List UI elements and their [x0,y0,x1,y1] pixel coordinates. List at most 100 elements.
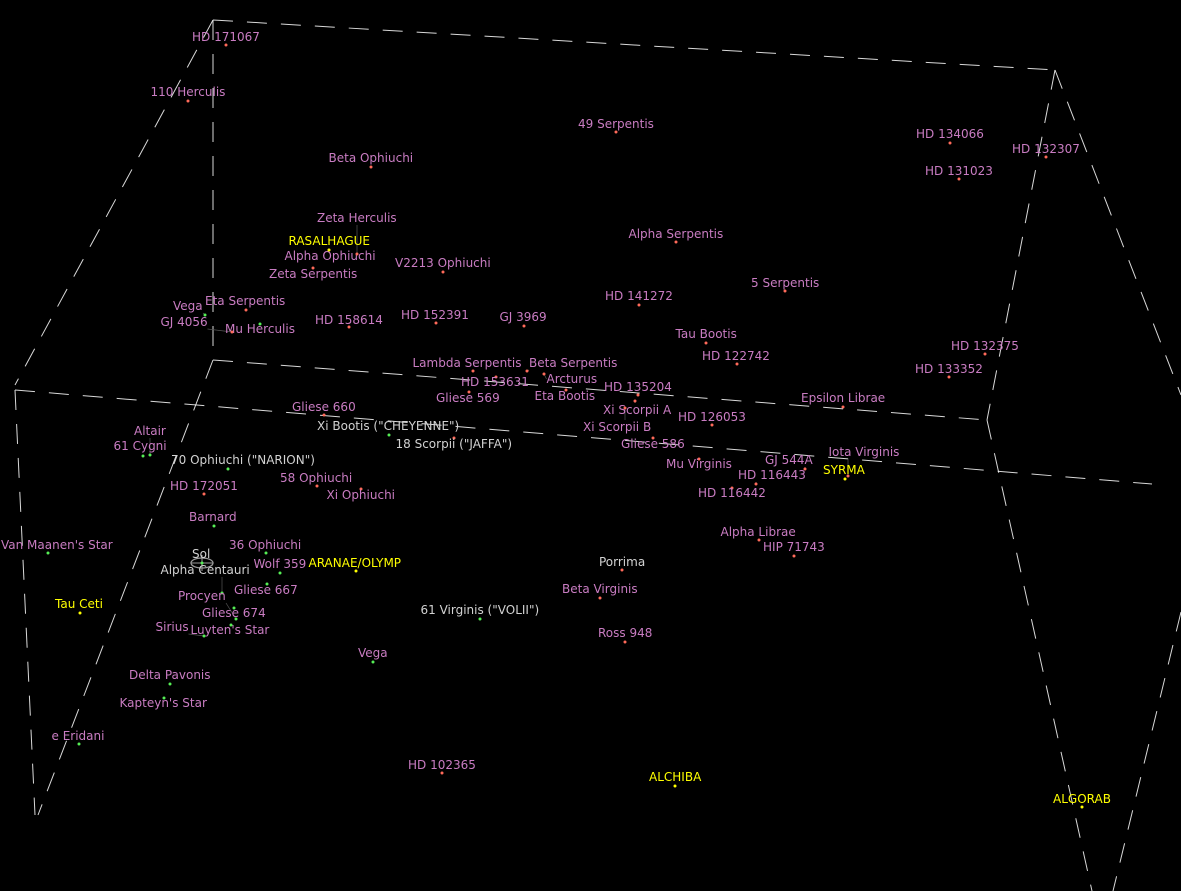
star-dot[interactable] [200,561,204,565]
star-label[interactable]: Gliese 660 [292,400,356,414]
star-label[interactable]: GJ 3969 [499,310,547,324]
star-label[interactable]: GJ 4056 [160,315,208,329]
star-label[interactable]: HD 158614 [315,313,383,327]
star-label[interactable]: Eta Serpentis [205,294,286,308]
star-dot[interactable] [783,289,787,293]
star-label[interactable]: HD 133352 [915,362,983,376]
star-dot[interactable] [229,623,233,627]
star-label[interactable]: 61 Virginis ("VOLII") [420,603,540,617]
star-label[interactable]: ARANAE/OLYMP [308,556,402,570]
star-label[interactable]: 5 Serpentis [751,276,820,290]
star-dot[interactable] [78,611,82,615]
star-label[interactable]: Porrima [599,555,646,569]
star-label[interactable]: ALCHIBA [649,770,702,784]
star-dot[interactable] [258,322,262,326]
star-label[interactable]: Arcturus [546,372,598,386]
star-dot[interactable] [202,634,206,638]
star-label[interactable]: Tau Ceti [55,597,103,611]
star-label[interactable]: Vega [358,646,388,660]
star-dot[interactable] [525,369,529,373]
star-dot[interactable] [467,390,471,394]
star-dot[interactable] [322,413,326,417]
star-dot[interactable] [220,591,224,595]
star-dot[interactable] [232,606,236,610]
star-label[interactable]: Iota Virginis [828,445,900,459]
star-label[interactable]: Van Maanen's Star [1,538,113,552]
star-dot[interactable] [846,474,850,478]
star-label[interactable]: Ross 948 [598,626,653,640]
star-label[interactable]: V2213 Ophiuchi [395,256,491,270]
star-label[interactable]: Lambda Serpentis [412,356,522,370]
star-label[interactable]: 70 Ophiuchi ("NARION") [171,453,315,467]
star-label[interactable]: Delta Pavonis [129,668,211,682]
star-label[interactable]: HD 152391 [401,308,469,322]
star-label[interactable]: Barnard [189,510,237,524]
star-dot[interactable] [494,375,498,379]
star-label[interactable]: Gliese 569 [436,391,500,405]
star-dot[interactable] [162,696,166,700]
star-label[interactable]: Xi Scorpii A [603,403,672,417]
star-dot[interactable] [710,423,714,427]
star-label[interactable]: Epsilon Librae [801,391,886,405]
star-label[interactable]: e Eridani [51,729,105,743]
star-dot[interactable] [623,406,627,410]
star-dot[interactable] [141,454,145,458]
star-label[interactable]: Wolf 359 [253,557,307,571]
star-label[interactable]: Xi Bootis ("CHEYENNE") [317,419,460,433]
star-dot[interactable] [947,375,951,379]
star-dot[interactable] [614,130,618,134]
star-dot[interactable] [478,617,482,621]
star-label[interactable]: Alpha Librae [720,525,796,539]
star-dot[interactable] [168,682,172,686]
star-label[interactable]: HD 122742 [702,349,770,363]
star-dot[interactable] [434,321,438,325]
star-dot[interactable] [633,399,637,403]
star-dot[interactable] [371,660,375,664]
star-label[interactable]: 49 Serpentis [578,117,654,131]
star-dot[interactable] [730,486,734,490]
star-dot[interactable] [359,487,363,491]
star-label[interactable]: HD 126053 [678,410,746,424]
star-dot[interactable] [673,784,677,788]
star-label[interactable]: SYRMA [823,463,865,477]
star-dot[interactable] [347,325,351,329]
star-label[interactable]: Luyten's Star [190,623,270,637]
star-dot[interactable] [452,436,456,440]
star-dot[interactable] [46,551,50,555]
star-label[interactable]: HD 102365 [408,758,476,772]
star-label[interactable]: Beta Ophiuchi [328,151,414,165]
star-dot[interactable] [230,330,234,334]
star-dot[interactable] [387,433,391,437]
star-label[interactable]: Tau Bootis [675,327,737,341]
star-dot[interactable] [598,596,602,600]
star-dot[interactable] [674,240,678,244]
star-label[interactable]: HD 172051 [170,479,238,493]
star-label[interactable]: 61 Cygni [113,439,167,453]
star-label[interactable]: HD 132307 [1012,142,1080,156]
star-dot[interactable] [244,308,248,312]
star-dot[interactable] [148,453,152,457]
star-dot[interactable] [843,477,847,481]
star-dot[interactable] [948,141,952,145]
star-dot[interactable] [620,568,624,572]
star-label[interactable]: Vega [173,299,203,313]
star-label[interactable]: Xi Ophiuchi [326,488,396,502]
star-dot[interactable] [636,393,640,397]
star-label[interactable]: Xi Scorpii B [583,420,652,434]
star-dot[interactable] [212,524,216,528]
star-dot[interactable] [315,484,319,488]
star-label[interactable]: 18 Scorpii ("JAFFA") [395,437,513,451]
star-label[interactable]: Gliese 674 [202,606,266,620]
star-dot[interactable] [265,582,269,586]
star-dot[interactable] [186,99,190,103]
star-label[interactable]: Alpha Ophiuchi [284,249,376,263]
star-dot[interactable] [735,362,739,366]
star-dot[interactable] [278,571,282,575]
star-dot[interactable] [234,617,238,621]
star-dot[interactable] [369,165,373,169]
star-label[interactable]: HD 116443 [738,468,806,482]
star-dot[interactable] [264,551,268,555]
star-dot[interactable] [441,270,445,274]
star-label[interactable]: HD 131023 [925,164,993,178]
star-label[interactable]: HD 116442 [698,486,766,500]
